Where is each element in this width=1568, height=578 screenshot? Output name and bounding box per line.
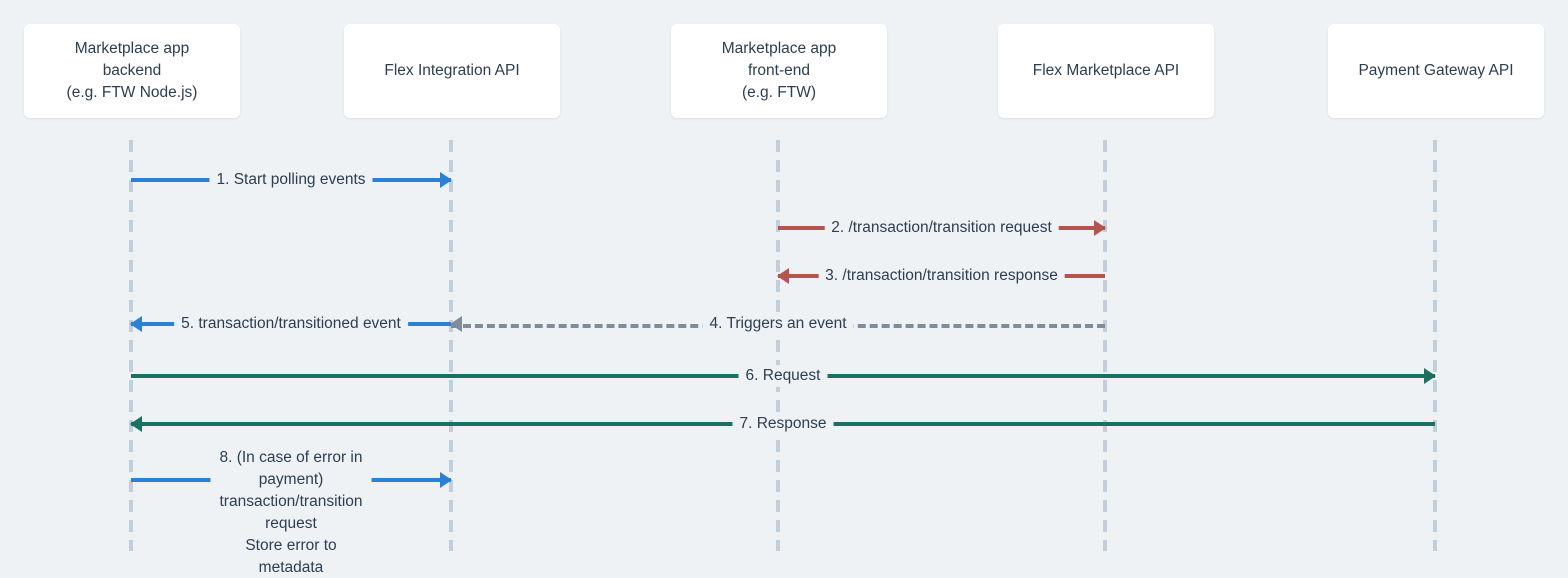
- message-arrowhead-7: [130, 416, 142, 432]
- message-label-1: 1. Start polling events: [209, 169, 373, 191]
- message-label-7: 7. Response: [732, 413, 834, 435]
- message-arrowhead-2: [1094, 220, 1106, 236]
- message-arrowhead-3: [777, 268, 789, 284]
- message-label-4: 4. Triggers an event: [702, 313, 854, 335]
- lifeline-marketplace-app-frontend: [776, 140, 780, 551]
- participant-box-flex-integration-api: Flex Integration API: [344, 24, 560, 118]
- lifeline-flex-marketplace-api: [1103, 140, 1107, 551]
- participant-box-payment-gateway-api: Payment Gateway API: [1328, 24, 1544, 118]
- message-label-5: 5. transaction/transitioned event: [174, 313, 408, 335]
- message-arrowhead-8: [440, 472, 452, 488]
- message-label-2: 2. /transaction/transition request: [824, 217, 1059, 239]
- message-label-3: 3. /transaction/transition response: [818, 265, 1065, 287]
- lifeline-flex-integration-api: [449, 140, 453, 551]
- participant-box-marketplace-app-backend: Marketplace app backend (e.g. FTW Node.j…: [24, 24, 240, 118]
- message-label-8: 8. (In case of error in payment) transac…: [210, 447, 372, 578]
- message-label-6: 6. Request: [738, 365, 828, 387]
- message-arrowhead-1: [440, 172, 452, 188]
- message-arrowhead-6: [1424, 368, 1436, 384]
- message-arrowhead-4: [450, 316, 462, 332]
- participant-box-flex-marketplace-api: Flex Marketplace API: [998, 24, 1214, 118]
- lifeline-payment-gateway-api: [1433, 140, 1437, 551]
- participant-box-marketplace-app-frontend: Marketplace app front-end (e.g. FTW): [671, 24, 887, 118]
- message-arrowhead-5: [130, 316, 142, 332]
- lifeline-marketplace-app-backend: [129, 140, 133, 551]
